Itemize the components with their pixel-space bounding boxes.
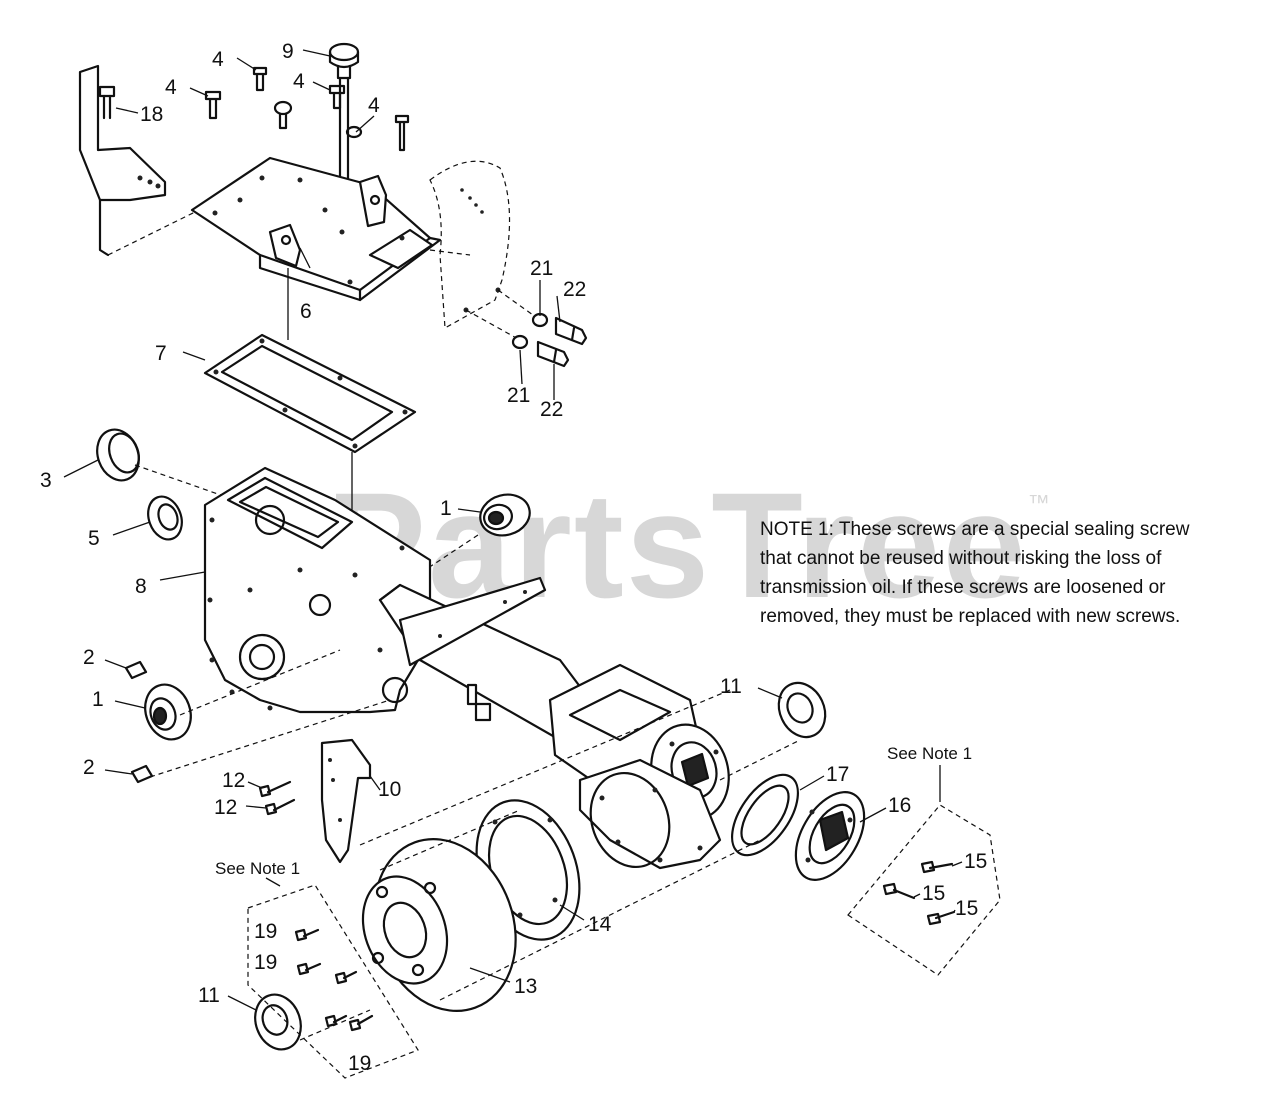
seal-3 xyxy=(96,428,236,501)
callout-19: 19 xyxy=(254,920,277,943)
callout-19: 19 xyxy=(254,951,277,974)
washers-21-screws-22 xyxy=(511,312,588,368)
callout-8: 8 xyxy=(135,575,147,598)
trademark-mark: ™ xyxy=(1027,490,1052,515)
callout-18: 18 xyxy=(140,103,163,126)
transmission-housing-8 xyxy=(203,466,432,714)
axle-tube xyxy=(378,576,592,742)
callout-12: 12 xyxy=(222,769,245,792)
gasket-17 xyxy=(730,773,800,857)
callout-15: 15 xyxy=(955,897,978,920)
screw-18 xyxy=(98,85,116,120)
callout-11: 11 xyxy=(198,984,220,1007)
callout-15: 15 xyxy=(922,882,945,905)
see-note-left: See Note 1 xyxy=(215,859,300,878)
callout-9: 9 xyxy=(282,40,294,63)
note-1: NOTE 1: These screws are a special seali… xyxy=(760,515,1260,631)
callout-1: 1 xyxy=(440,497,452,520)
callout-11: 11 xyxy=(720,675,742,698)
see-note-right: See Note 1 xyxy=(887,744,972,763)
callout-22: 22 xyxy=(540,398,563,421)
callout-3: 3 xyxy=(40,469,52,492)
part-number-labels: 9 4 4 4 4 18 6 7 21 22 21 22 3 5 8 1 2 1… xyxy=(40,40,987,1075)
screws-12 xyxy=(258,780,296,816)
callout-5: 5 xyxy=(88,527,100,550)
callout-21: 21 xyxy=(507,384,530,407)
seal-11-right xyxy=(777,681,827,739)
cover-6 xyxy=(190,156,471,340)
callout-16: 16 xyxy=(888,794,911,817)
housing-cover-13 xyxy=(361,837,517,1013)
callout-1: 1 xyxy=(92,688,104,711)
frame-bracket xyxy=(78,64,196,257)
screws-15 xyxy=(847,804,1001,976)
callout-12: 12 xyxy=(214,796,237,819)
callout-22: 22 xyxy=(563,278,586,301)
plugs-2 xyxy=(124,660,154,784)
seal-11-left xyxy=(254,993,302,1051)
bearing-1-lower xyxy=(144,683,192,741)
screws-19 xyxy=(247,884,419,1079)
callout-4: 4 xyxy=(212,48,224,71)
callout-7: 7 xyxy=(155,342,167,365)
callout-17: 17 xyxy=(826,763,849,786)
centerlines xyxy=(149,649,801,1041)
callout-2: 2 xyxy=(83,646,95,669)
cap-16 xyxy=(794,791,866,881)
note-line: that cannot be reused without risking th… xyxy=(760,548,1162,569)
note-line: transmission oil. If these screws are lo… xyxy=(760,577,1166,598)
callout-4: 4 xyxy=(293,70,305,93)
partstree-watermark: PartsTree™ xyxy=(326,470,1052,620)
callout-15: 15 xyxy=(964,850,987,873)
callout-14: 14 xyxy=(588,913,612,936)
callout-13: 13 xyxy=(514,975,537,998)
bracket-10 xyxy=(320,738,372,864)
note-line: removed, they must be replaced with new … xyxy=(760,606,1181,627)
callout-21: 21 xyxy=(530,257,553,280)
bearing-1-upper xyxy=(409,493,531,581)
gear-case-lower xyxy=(578,758,722,870)
leader-lines xyxy=(63,49,963,1011)
callout-19: 19 xyxy=(348,1052,371,1075)
shift-bracket xyxy=(429,160,541,341)
callout-10: 10 xyxy=(378,778,401,801)
note-line: NOTE 1: These screws are a special seali… xyxy=(760,519,1190,540)
callout-6: 6 xyxy=(300,300,312,323)
watermark-text: PartsTree xyxy=(326,461,1028,629)
callout-4: 4 xyxy=(165,76,177,99)
callout-2: 2 xyxy=(83,756,95,779)
seal-5 xyxy=(147,495,183,541)
callout-4: 4 xyxy=(368,94,380,117)
